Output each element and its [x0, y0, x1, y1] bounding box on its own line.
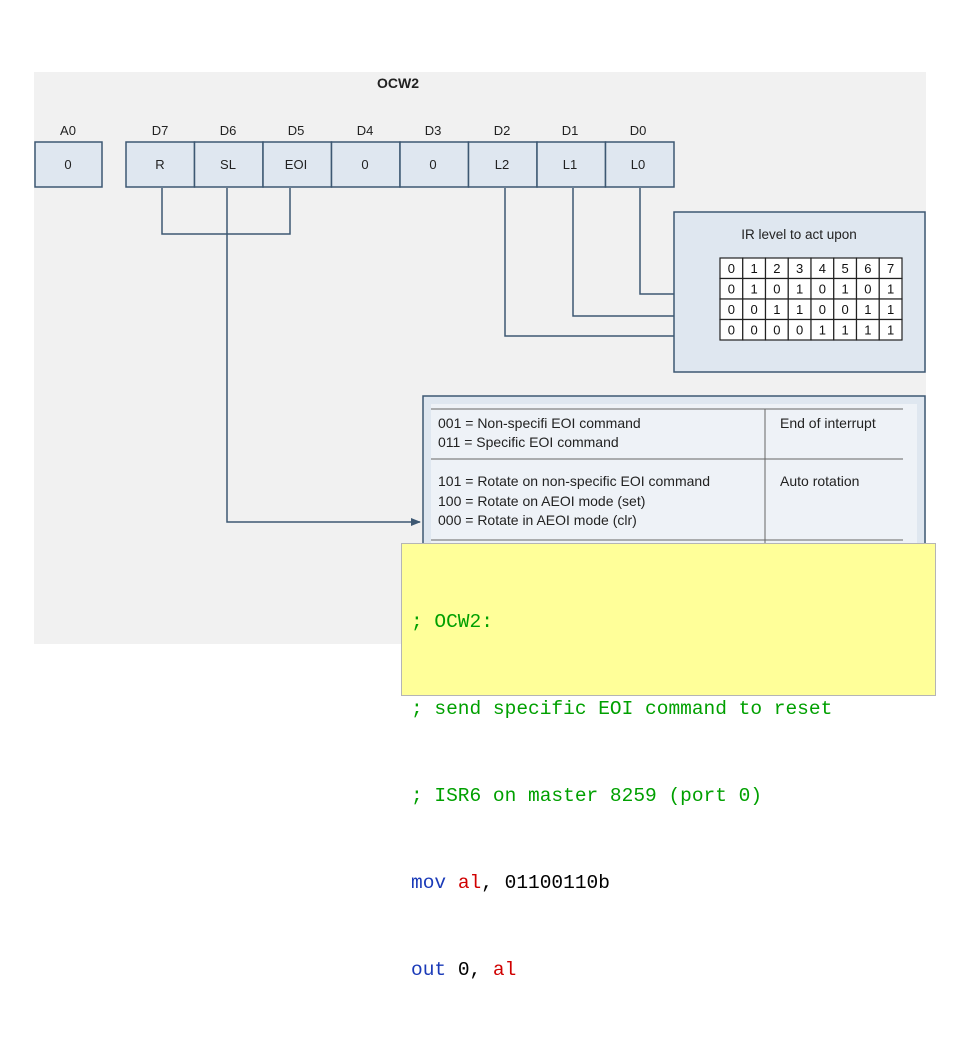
code-comment: ; send specific EOI command to reset: [411, 698, 833, 720]
ir-grid-value: 0: [728, 302, 735, 317]
bit-cell-d1: [536, 141, 607, 188]
bit-value-d6: SL: [220, 157, 236, 172]
code-operand: 0: [457, 959, 470, 981]
code-line-out: out 0, al: [411, 956, 935, 985]
code-comment: ; OCW2:: [411, 611, 493, 633]
ir-grid-value: 0: [728, 323, 735, 338]
ir-grid-value: 1: [773, 302, 780, 317]
ir-grid-value: 3: [796, 261, 803, 276]
a0-value: 0: [64, 157, 71, 172]
ir-grid-value: 0: [728, 282, 735, 297]
ir-grid-value: 0: [864, 282, 871, 297]
ir-grid-value: 1: [887, 282, 894, 297]
bit-label-d7: D7: [152, 123, 169, 138]
code-mnemonic: out: [411, 959, 447, 981]
a0-cell: [34, 141, 103, 188]
ir-grid-value: 1: [842, 282, 849, 297]
code-operand: 01100110b: [504, 872, 610, 894]
eoi-description: Auto rotation: [780, 473, 859, 489]
ir-grid-value: 2: [773, 261, 780, 276]
l2-arrow: [504, 188, 719, 340]
bit-value-d1: L1: [563, 157, 577, 172]
ir-grid-value: 7: [887, 261, 894, 276]
ir-grid-value: 0: [773, 323, 780, 338]
ir-grid-value: 0: [751, 302, 758, 317]
ir-grid-value: 1: [796, 282, 803, 297]
ir-grid-value: 0: [842, 302, 849, 317]
ir-grid-value: 1: [887, 323, 894, 338]
bit-value-d0: L0: [631, 157, 645, 172]
eoi-line: 001 = Non-specifi EOI command: [438, 415, 641, 431]
sl-arrow: [226, 188, 421, 526]
eoi-description: End of interrupt: [780, 415, 876, 431]
ir-grid-value: 0: [796, 323, 803, 338]
ir-grid-value: 1: [751, 282, 758, 297]
bit-register: D7 D6 D5 D4 D3 D2 D1 D0 R SL EOI 0 0 L2 …: [125, 123, 675, 188]
code-separator: ,: [469, 959, 493, 981]
r-eoi-bracket: [161, 188, 291, 235]
ir-grid-value: 0: [773, 282, 780, 297]
bit-label-d3: D3: [425, 123, 442, 138]
ir-grid-value: 1: [842, 323, 849, 338]
bit-cell-d0: [604, 141, 675, 188]
eoi-line: 101 = Rotate on non-specific EOI command: [438, 473, 710, 489]
code-register: al: [492, 959, 517, 981]
bit-value-d5: EOI: [285, 157, 307, 172]
ir-grid-value: 4: [819, 261, 826, 276]
bit-label-d6: D6: [220, 123, 237, 138]
bit-label-d0: D0: [630, 123, 647, 138]
bit-value-d2: L2: [495, 157, 509, 172]
bit-value-d7: R: [155, 157, 164, 172]
ir-grid-value: 0: [819, 282, 826, 297]
bit-value-d4: 0: [361, 157, 368, 172]
bit-value-d3: 0: [429, 157, 436, 172]
eoi-line: 000 = Rotate in AEOI mode (clr): [438, 512, 637, 528]
diagram-title: OCW2: [377, 75, 419, 91]
ir-grid-value: 1: [887, 302, 894, 317]
eoi-line: 100 = Rotate on AEOI mode (set): [438, 493, 645, 509]
ocw2-diagram: OCW2 A0 0 D7 D6 D5 D4 D3 D2 D1 D0 R SL E…: [34, 75, 926, 647]
slide: OCW2 A0 0 D7 D6 D5 D4 D3 D2 D1 D0 R SL E…: [34, 72, 936, 981]
bit-cell-d6: [193, 141, 264, 188]
code-comment: ; ISR6 on master 8259 (port 0): [411, 785, 763, 807]
ir-grid-value: 5: [842, 261, 849, 276]
bit-cell-d3: [399, 141, 470, 188]
ir-grid-value: 0: [728, 261, 735, 276]
ir-grid-value: 1: [819, 323, 826, 338]
code-mnemonic: mov: [411, 872, 447, 894]
ir-grid-value: 1: [751, 261, 758, 276]
ir-grid-cell: [878, 318, 903, 341]
code-box: ; OCW2: ; send specific EOI command to r…: [401, 543, 936, 981]
bit-label-d2: D2: [494, 123, 511, 138]
code-register: al: [457, 872, 482, 894]
ir-grid-value: 1: [864, 323, 871, 338]
ir-panel-title: IR level to act upon: [741, 227, 857, 242]
bit-cell-d7: [125, 141, 196, 188]
ir-grid-value: 0: [751, 323, 758, 338]
code-separator: ,: [481, 872, 505, 894]
eoi-line: 011 = Specific EOI command: [438, 434, 619, 450]
code-line-mov: mov al, 01100110b: [411, 869, 935, 898]
ir-grid-value: 6: [864, 261, 871, 276]
a0-label: A0: [60, 123, 76, 138]
ir-grid-value: 1: [864, 302, 871, 317]
bit-label-d5: D5: [288, 123, 305, 138]
ir-grid-value: 0: [819, 302, 826, 317]
bit-label-d1: D1: [562, 123, 579, 138]
bit-label-d4: D4: [357, 123, 374, 138]
l1-arrow: [572, 188, 719, 320]
ir-grid-value: 1: [796, 302, 803, 317]
